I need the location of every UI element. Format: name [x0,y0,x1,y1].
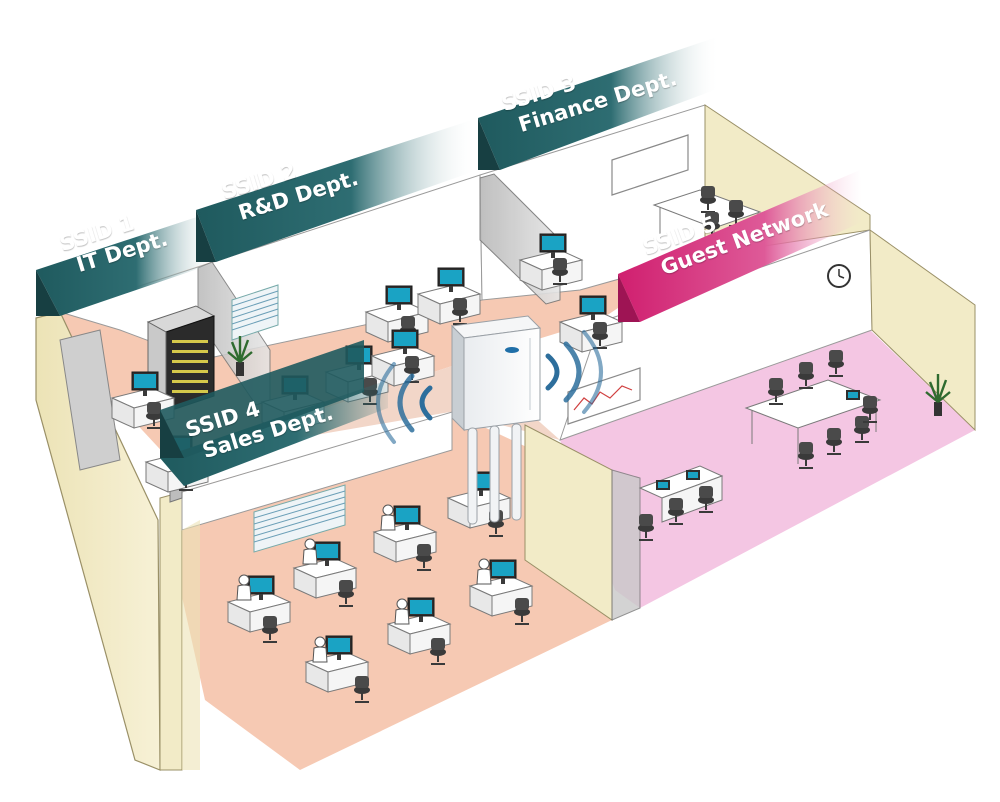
door-it [59,329,121,471]
window-blinds-it [231,284,279,341]
decor-group [146,134,951,553]
ssid-banner-1 [36,210,218,316]
person-icon [380,504,396,531]
person-icon [302,538,318,565]
ssid-banner-3 [478,36,720,170]
partition-guest [611,469,641,621]
ssid-banner-5 [618,170,862,322]
plant-icon [925,374,951,416]
laptop-icon [656,480,670,490]
ssid-banner-2 [196,118,478,262]
window-blinds-sales [253,484,346,553]
laptop-icon [846,390,860,400]
wall-back-sales [181,411,453,531]
person-icon [476,558,492,585]
furniture-group [111,185,882,703]
ssid-banner-4 [160,340,388,486]
plant-icon [227,336,253,376]
laptop-icon [686,470,700,480]
whiteboard-finance [611,134,689,196]
person-icon [312,636,328,663]
person-icon [236,574,252,601]
wireless-access-point-icon [450,315,542,525]
server-rack-icon [146,305,216,413]
person-icon [394,598,410,625]
wall-sales-left [159,491,183,771]
wall-right-guest [869,229,976,432]
wall-clock-icon [827,264,851,288]
